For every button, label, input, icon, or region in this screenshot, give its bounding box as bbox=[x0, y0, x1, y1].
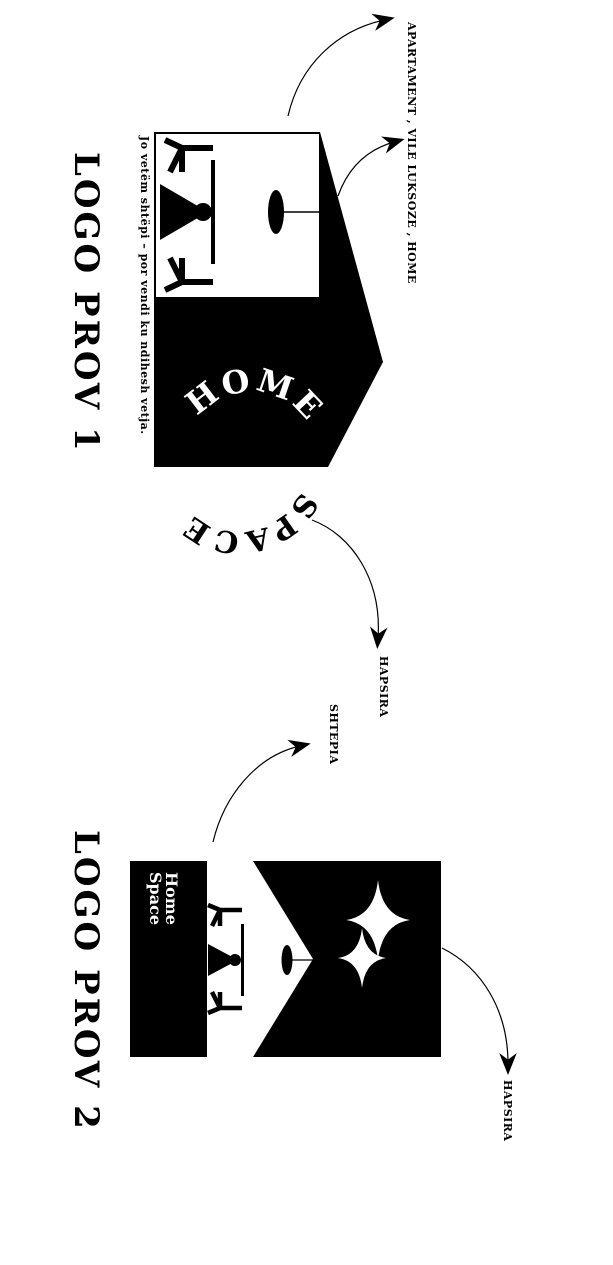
logo-2-arrow-bottom bbox=[441, 947, 517, 1075]
logo-2 bbox=[130, 739, 517, 1075]
logo-1-arrow-top bbox=[287, 13, 395, 117]
chair-icon bbox=[207, 902, 242, 1016]
logo-1-arrow-lamp bbox=[337, 136, 405, 197]
logo-1-arrow-bottom bbox=[311, 519, 388, 649]
logo-1: HOME SPACE bbox=[154, 13, 405, 649]
logo-2-note-top: SHTEPIA bbox=[327, 704, 340, 765]
table-icon bbox=[160, 160, 215, 264]
chair-icon bbox=[163, 137, 213, 293]
logo-1-word-space: SPACE bbox=[175, 487, 320, 560]
logo-1-tagline: Jo vetëm shtëpi – por vendi ku ndihesh v… bbox=[138, 136, 151, 435]
logo-1-note-top: APARTAMENT , VILE LUKSOZE , HOME bbox=[405, 22, 418, 284]
logo-2-badge-line2: Space bbox=[146, 872, 165, 926]
logo-1-note-bottom: HAPSIRA bbox=[377, 656, 390, 718]
logo-2-note-bottom: HAPSIRA bbox=[501, 1080, 514, 1142]
lamp-icon bbox=[268, 190, 320, 234]
logo-2-arrow-top bbox=[212, 739, 311, 843]
sparkle-icon bbox=[338, 928, 386, 988]
sparkle-icon bbox=[346, 880, 410, 960]
logo-2-title: LOGO PROV 2 bbox=[66, 830, 106, 1132]
logo-1-title: LOGO PROV 1 bbox=[66, 152, 106, 454]
table-icon bbox=[208, 924, 244, 996]
logo-2-badge-line1: Home bbox=[162, 872, 181, 925]
lamp-icon bbox=[281, 945, 313, 975]
svg-text:SPACE: SPACE bbox=[175, 487, 324, 560]
logo-2-badge: Home Space bbox=[146, 872, 181, 926]
